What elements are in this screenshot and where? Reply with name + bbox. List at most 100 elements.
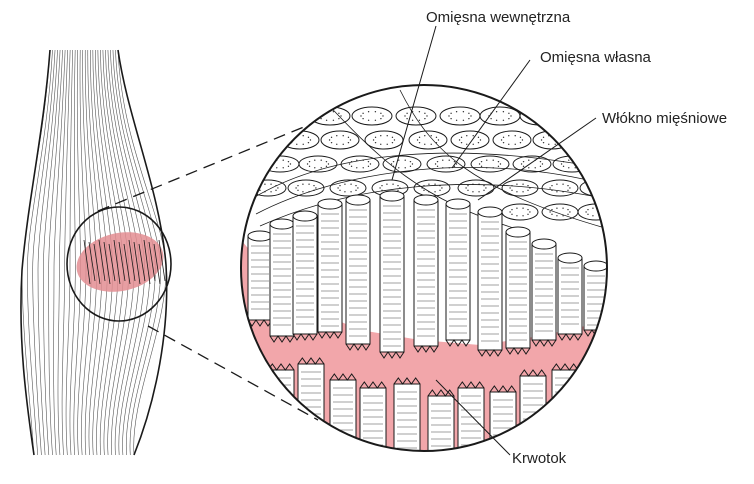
stipple-dot <box>326 166 327 167</box>
stipple-dot <box>419 111 420 112</box>
stipple-dot <box>380 144 381 145</box>
stipple-dot <box>508 113 509 114</box>
stipple-dot <box>498 161 499 162</box>
fiber-top-end <box>532 239 556 249</box>
stipple-dot <box>580 161 581 162</box>
fiber-cross-section <box>396 107 436 125</box>
stipple-dot <box>470 115 471 116</box>
stipple-dot <box>577 137 578 138</box>
stipple-dot <box>275 190 276 191</box>
stipple-dot <box>350 139 351 140</box>
stipple-dot <box>536 120 537 121</box>
muscle-fiber-column <box>248 236 272 320</box>
stipple-dot <box>551 185 552 186</box>
stipple-dot <box>303 144 304 145</box>
stipple-dot <box>523 166 524 167</box>
stipple-dot <box>289 139 290 140</box>
stipple-dot <box>337 187 338 188</box>
stipple-dot <box>387 144 388 145</box>
stipple-dot <box>603 214 604 215</box>
stipple-dot <box>297 190 298 191</box>
stipple-dot <box>511 214 512 215</box>
stipple-dot <box>503 137 504 138</box>
stipple-dot <box>496 111 497 112</box>
stipple-dot <box>321 167 322 168</box>
stipple-dot <box>338 118 339 119</box>
stipple-dot <box>380 135 381 136</box>
stipple-dot <box>368 111 369 112</box>
stipple-dot <box>320 113 321 114</box>
stipple-dot <box>387 135 388 136</box>
stipple-dot <box>448 115 449 116</box>
stipple-dot <box>419 142 420 143</box>
stipple-dot <box>493 159 494 160</box>
stipple-dot <box>530 113 531 114</box>
stipple-dot <box>522 191 523 192</box>
stipple-dot <box>283 159 284 160</box>
fiber-cross-section <box>383 156 421 172</box>
stipple-dot <box>516 191 517 192</box>
stipple-dot <box>459 139 460 140</box>
stipple-dot <box>523 161 524 162</box>
fiber-top-end <box>293 211 317 221</box>
fiber-cross-section <box>321 131 359 149</box>
stipple-dot <box>338 113 339 114</box>
stipple-dot <box>478 137 479 138</box>
stipple-dot <box>392 183 393 184</box>
stipple-dot <box>605 211 606 212</box>
stipple-dot <box>550 115 551 116</box>
stipple-dot <box>521 163 522 164</box>
stipple-dot <box>481 161 482 162</box>
stipple-dot <box>465 187 466 188</box>
stipple-dot <box>528 159 529 160</box>
stipple-dot <box>500 163 501 164</box>
stipple-dot <box>336 144 337 145</box>
stipple-dot <box>336 135 337 136</box>
stipple-dot <box>580 166 581 167</box>
stipple-dot <box>551 209 552 210</box>
stipple-dot <box>496 120 497 121</box>
muscle-striation <box>66 50 73 455</box>
stipple-dot <box>466 144 467 145</box>
stipple-dot <box>473 135 474 136</box>
stipple-dot <box>567 214 568 215</box>
stipple-dot <box>607 159 608 160</box>
stipple-dot <box>350 191 351 192</box>
fiber-top-end <box>380 191 404 201</box>
stipple-dot <box>605 185 606 186</box>
stipple-dot <box>426 115 427 116</box>
fiber-cross-section <box>288 180 324 196</box>
stipple-dot <box>612 161 613 162</box>
stipple-dot <box>424 118 425 119</box>
stipple-dot <box>328 163 329 164</box>
stipple-dot <box>587 209 588 210</box>
fiber-cross-section <box>471 156 509 172</box>
stipple-dot <box>593 163 594 164</box>
stipple-dot <box>585 211 586 212</box>
stipple-dot <box>516 215 517 216</box>
stipple-dot <box>450 113 451 114</box>
stipple-dot <box>362 118 363 119</box>
stipple-dot <box>520 142 521 143</box>
stipple-dot <box>434 183 435 184</box>
stipple-dot <box>467 185 468 186</box>
stipple-dot <box>270 183 271 184</box>
label-endomysium-inner: Omięsna wewnętrzna <box>426 9 571 26</box>
stipple-dot <box>472 191 473 192</box>
stipple-dot <box>562 207 563 208</box>
stipple-dot <box>302 191 303 192</box>
stipple-dot <box>394 139 395 140</box>
stipple-dot <box>404 115 405 116</box>
stipple-dot <box>589 144 590 145</box>
stipple-dot <box>269 163 270 164</box>
stipple-dot <box>291 137 292 138</box>
fiber-cross-section <box>299 156 337 172</box>
fiber-top-end <box>270 219 294 229</box>
stipple-dot <box>551 214 552 215</box>
stipple-dot <box>419 137 420 138</box>
stipple-dot <box>397 185 398 186</box>
stipple-dot <box>450 118 451 119</box>
stipple-dot <box>456 163 457 164</box>
stipple-dot <box>348 137 349 138</box>
stipple-dot <box>543 111 544 112</box>
